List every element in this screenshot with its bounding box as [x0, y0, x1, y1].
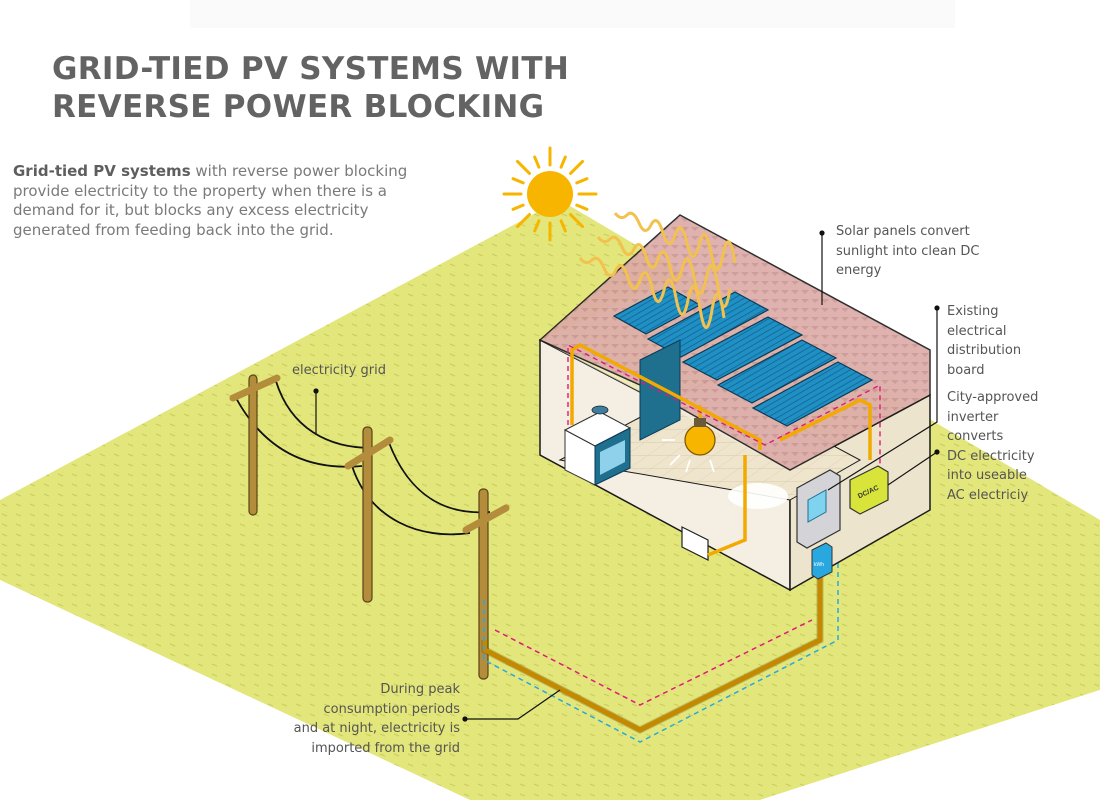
sun-ray — [533, 219, 541, 233]
solar-panel — [716, 339, 838, 404]
sun-ray — [559, 155, 567, 169]
sunlight-ray — [578, 256, 726, 329]
grass-ground — [0, 200, 1100, 800]
sunlight-ray — [613, 211, 737, 271]
callout-line: inverter — [947, 409, 999, 425]
leader-inverter — [887, 451, 938, 486]
stove — [563, 405, 632, 486]
light-bulb-icon — [662, 418, 716, 473]
solar-panel — [751, 361, 874, 427]
sun-ray — [511, 203, 525, 211]
solar-panel — [681, 316, 804, 381]
callout-line: energy — [836, 263, 882, 278]
callout-line: Solar panels convert — [836, 224, 970, 239]
callout-grid: electricity grid — [292, 361, 386, 381]
callout-leaders — [313, 230, 940, 722]
leader-distribution-board — [827, 308, 938, 491]
pot-icon — [591, 405, 609, 415]
callout-line: into useable — [947, 468, 1027, 483]
sun-ray — [511, 177, 525, 185]
wall-outlet — [681, 526, 709, 561]
fridge — [639, 339, 681, 441]
panel-wiring — [779, 398, 872, 460]
sun-ray — [559, 219, 567, 233]
power-pole — [478, 488, 489, 680]
callout-line: electrical — [947, 323, 1007, 339]
callout-line: board — [947, 362, 985, 378]
grid-wire — [351, 465, 471, 536]
outlet-wiring — [707, 455, 747, 557]
house: DC/AC kWh — [538, 214, 931, 592]
callout-import: During peak consumption periods and at n… — [260, 680, 460, 758]
callout-line: DC electricity — [947, 448, 1035, 464]
callout-line: consumption periods — [323, 701, 461, 717]
sun-ray — [569, 213, 585, 229]
ground-cutout-right — [760, 690, 1100, 800]
house-wiring — [570, 342, 762, 450]
callout-line: Existing — [947, 304, 999, 319]
sun-icon — [502, 146, 598, 242]
title-line-1: GRID-TIED PV SYSTEMS WITH — [52, 51, 570, 87]
callout-inverter: City-approved inverter converts DC elect… — [947, 388, 1038, 505]
electricity-meter: kWh — [811, 542, 833, 580]
intro-paragraph: Grid-tied PV systems with reverse power … — [13, 162, 433, 240]
grid-flow-ground — [483, 520, 839, 743]
callout-line: During peak — [380, 682, 460, 697]
ground-cutout — [0, 580, 470, 800]
callout-solar-panels: Solar panels convert sunlight into clean… — [836, 222, 979, 281]
electricity-grid — [229, 374, 510, 680]
callout-distribution-board: Existing electrical distribution board — [947, 302, 1021, 380]
dc-flow-ground — [494, 619, 813, 706]
callout-line: electricity grid — [292, 363, 386, 378]
grid-wire — [274, 377, 373, 449]
sun-ray — [515, 159, 531, 175]
page-title: GRID-TIED PV SYSTEMS WITH REVERSE POWER … — [52, 50, 569, 126]
pole-crossarm — [462, 504, 510, 534]
title-line-2: REVERSE POWER BLOCKING — [52, 89, 545, 125]
sunlight-rays — [578, 211, 737, 329]
top-bar — [190, 0, 955, 28]
callout-line: City-approved — [947, 390, 1039, 405]
dining-table — [728, 483, 788, 509]
power-pole — [248, 374, 258, 516]
sun-ray — [569, 159, 585, 175]
meter-label: kWh — [814, 562, 824, 568]
inverter: DC/AC — [849, 465, 889, 515]
callout-line: AC electriciy — [947, 487, 1029, 503]
callout-line: distribution — [947, 343, 1022, 358]
grid-wire — [387, 439, 491, 514]
pole-crossarm — [344, 436, 394, 470]
grid-cable-outline — [481, 560, 824, 734]
grid-cable — [482, 560, 823, 733]
leader-import — [465, 689, 561, 720]
sun-ray — [575, 203, 589, 211]
pole-crossarm — [229, 374, 281, 402]
dc-flow-house — [567, 343, 881, 470]
sun-ray — [515, 213, 531, 229]
intro-text: with reverse power blocking provide elec… — [13, 162, 408, 239]
callout-line: converts — [947, 429, 1004, 444]
sun-ray — [575, 177, 589, 185]
callout-line: imported from the grid — [311, 740, 460, 756]
intro-bold: Grid-tied PV systems — [13, 162, 191, 180]
callout-line: sunlight into clean DC — [836, 243, 980, 259]
callout-line: and at night, electricity is — [293, 721, 460, 736]
sunlight-ray — [596, 235, 732, 308]
power-pole — [362, 426, 373, 603]
sun-ray — [533, 155, 541, 169]
